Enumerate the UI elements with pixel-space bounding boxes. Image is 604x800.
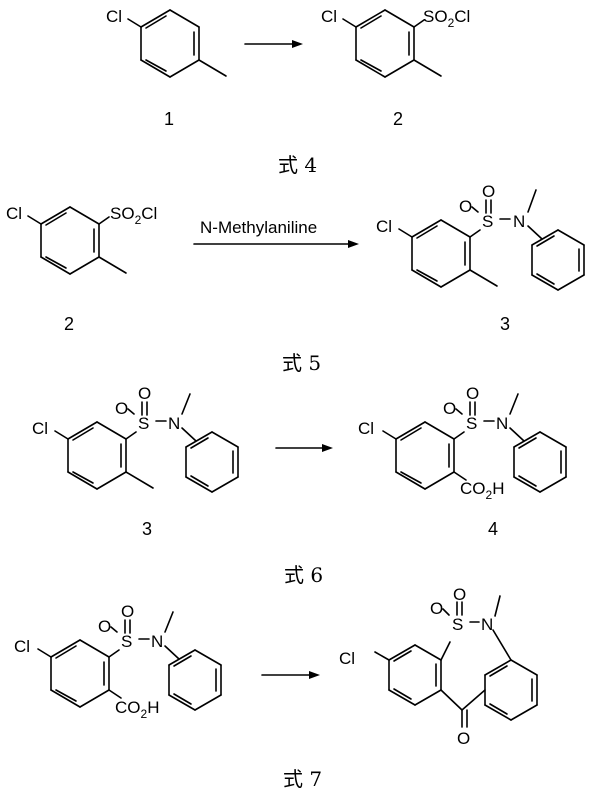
reaction-arrowhead: [322, 444, 333, 452]
equation-caption: 式 4: [278, 153, 317, 177]
sulfonyl-chlorine-label: Cl: [454, 7, 470, 26]
compound-2-bonds: [342, 9, 442, 78]
compound-2: Cl SO2Cl 2: [321, 7, 470, 129]
compound-number-label: 4: [488, 519, 498, 539]
sulfur-atom-label: S: [121, 632, 132, 651]
carboxyl-subscript: 2: [141, 707, 148, 721]
reaction-arrowhead: [292, 40, 303, 48]
oxygen-atom-label: O: [138, 384, 151, 403]
compound-2-bonds: [27, 206, 127, 275]
chlorine-atom-label: Cl: [14, 637, 30, 656]
compound-4-bonds: [382, 393, 567, 493]
compound-4: Cl S O O N CO2H 4: [358, 384, 567, 539]
oxygen-atom-label: O: [482, 182, 495, 201]
chlorine-atom-label: Cl: [376, 217, 392, 236]
nitrogen-atom-label: N: [151, 632, 163, 651]
oxygen-atom-label: O: [121, 602, 134, 621]
compound-3-bonds: [54, 393, 239, 493]
carboxylic-acid-label: CO2H: [115, 698, 159, 721]
equation-caption: 式 7: [283, 767, 322, 791]
compound-4-bonds: [37, 611, 222, 711]
dibenzothiazepinone-product: Cl S O O N O: [339, 585, 538, 748]
nitrogen-atom-label: N: [481, 615, 493, 634]
oxygen-atom-label: O: [430, 599, 443, 618]
compound-2: Cl SO2Cl 2: [6, 204, 157, 334]
compound-number-label: 3: [500, 314, 510, 334]
compound-number-label: 3: [142, 519, 152, 539]
carboxyl-subscript: 2: [486, 488, 493, 502]
product-bonds: [374, 595, 538, 728]
equation-6: Cl S O O N 3: [32, 384, 567, 587]
chlorine-atom-label: Cl: [32, 419, 48, 438]
compound-number-label: 2: [393, 109, 403, 129]
compound-4: Cl S O O N CO2H: [14, 602, 222, 721]
carboxyl-label: CO: [115, 698, 141, 717]
chlorine-atom-label: Cl: [6, 204, 22, 223]
oxygen-atom-label: O: [115, 399, 128, 418]
chlorine-atom-label: Cl: [358, 419, 374, 438]
compound-1: Cl 1: [106, 7, 227, 129]
sulfonyl-label: SO: [110, 204, 135, 223]
oxygen-atom-label: O: [98, 617, 111, 636]
sulfonyl-label: SO: [423, 7, 448, 26]
oxygen-atom-label: O: [453, 585, 466, 604]
sulfonyl-chloride-label: SO2Cl: [423, 7, 470, 30]
compound-1-bonds: [127, 9, 227, 78]
reaction-arrowhead: [309, 671, 320, 679]
sulfur-atom-label: S: [138, 414, 149, 433]
oxygen-atom-label: O: [443, 399, 456, 418]
equation-4: Cl 1 Cl SO2Cl 2 式: [106, 7, 470, 177]
equation-7: Cl S O O N CO2H: [14, 585, 538, 791]
reaction-arrowhead: [348, 240, 359, 248]
compound-number-label: 2: [64, 314, 74, 334]
oxygen-atom-label: O: [459, 197, 472, 216]
sulfur-atom-label: S: [482, 212, 493, 231]
carboxylic-acid-label: CO2H: [460, 479, 504, 502]
sulfur-atom-label: S: [452, 615, 463, 634]
keto-oxygen-label: O: [457, 729, 470, 748]
compound-3: Cl S O O N 3: [32, 384, 239, 539]
sulfonyl-subscript: 2: [448, 16, 455, 30]
nitrogen-atom-label: N: [496, 414, 508, 433]
nitrogen-atom-label: N: [168, 414, 180, 433]
sulfonyl-chlorine-label: Cl: [141, 204, 157, 223]
carboxyl-label: CO: [460, 479, 486, 498]
equation-caption: 式 5: [282, 351, 321, 375]
carboxyl-hydrogen-label: H: [492, 479, 504, 498]
equation-5: Cl SO2Cl 2 N-Methylaniline: [6, 182, 585, 375]
carboxyl-hydrogen-label: H: [147, 698, 159, 717]
compound-number-label: 1: [164, 109, 174, 129]
oxygen-atom-label: O: [466, 384, 479, 403]
sulfonyl-subscript: 2: [135, 213, 142, 227]
chlorine-atom-label: Cl: [339, 649, 355, 668]
compound-3-bonds: [398, 189, 585, 291]
chlorine-atom-label: Cl: [321, 7, 337, 26]
equation-caption: 式 6: [284, 563, 323, 587]
sulfonyl-chloride-label: SO2Cl: [110, 204, 157, 227]
sulfur-atom-label: S: [466, 414, 477, 433]
nitrogen-atom-label: N: [513, 212, 525, 231]
chlorine-atom-label: Cl: [106, 7, 122, 26]
compound-3: Cl S O O N 3: [376, 182, 585, 334]
reagent-label: N-Methylaniline: [200, 218, 317, 237]
